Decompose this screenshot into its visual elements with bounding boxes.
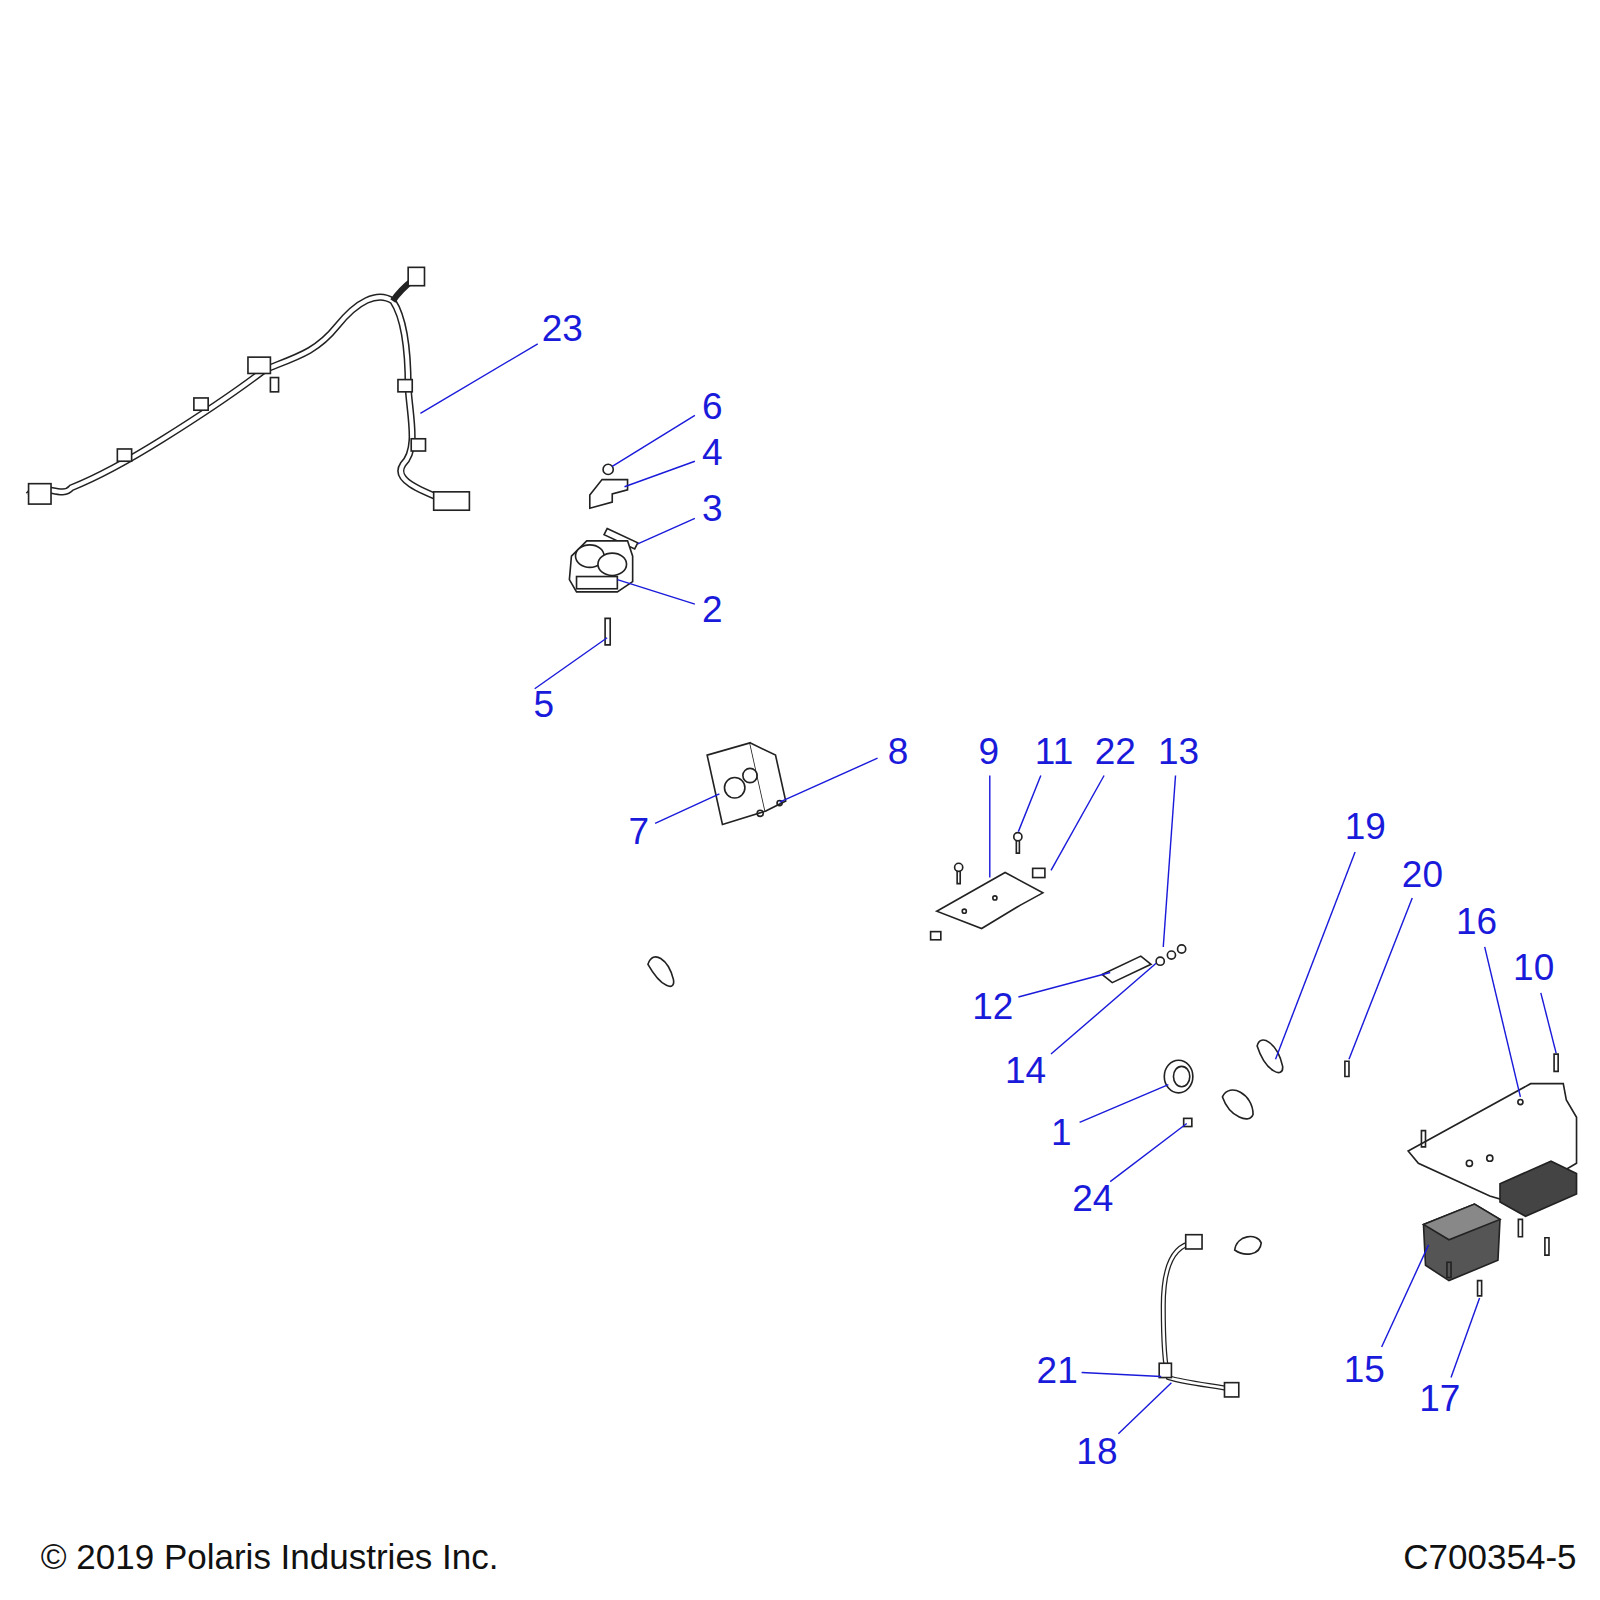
callout-number: 9 <box>978 733 999 770</box>
footer-text: © 2019 Polaris Industries Inc. <box>41 1539 499 1574</box>
callout-number: 2 <box>702 591 723 628</box>
footer-text: C700354-5 <box>1403 1539 1576 1574</box>
callout-number: 10 <box>1513 949 1554 986</box>
callout-number: 7 <box>628 813 649 850</box>
callout-number: 5 <box>534 686 555 723</box>
callout-number: 14 <box>1005 1052 1046 1089</box>
callout-number: 13 <box>1158 733 1199 770</box>
callout-number: 3 <box>702 490 723 527</box>
callout-number: 15 <box>1344 1351 1385 1388</box>
callout-number: 21 <box>1037 1352 1078 1389</box>
callout-number: 22 <box>1095 733 1136 770</box>
callout-number: 6 <box>702 388 723 425</box>
callout-number: 20 <box>1402 856 1443 893</box>
callout-number: 12 <box>972 988 1013 1025</box>
callout-number: 16 <box>1456 903 1497 940</box>
callout-number: 1 <box>1051 1114 1072 1151</box>
callout-number: 18 <box>1076 1433 1117 1470</box>
callout-number: 17 <box>1419 1380 1460 1417</box>
callout-number: 4 <box>702 434 723 471</box>
callout-number: 11 <box>1035 733 1073 770</box>
callout-number: 23 <box>542 310 583 347</box>
callout-number: 24 <box>1072 1180 1113 1217</box>
callout-number: 19 <box>1345 808 1386 845</box>
callout-number: 8 <box>888 733 909 770</box>
